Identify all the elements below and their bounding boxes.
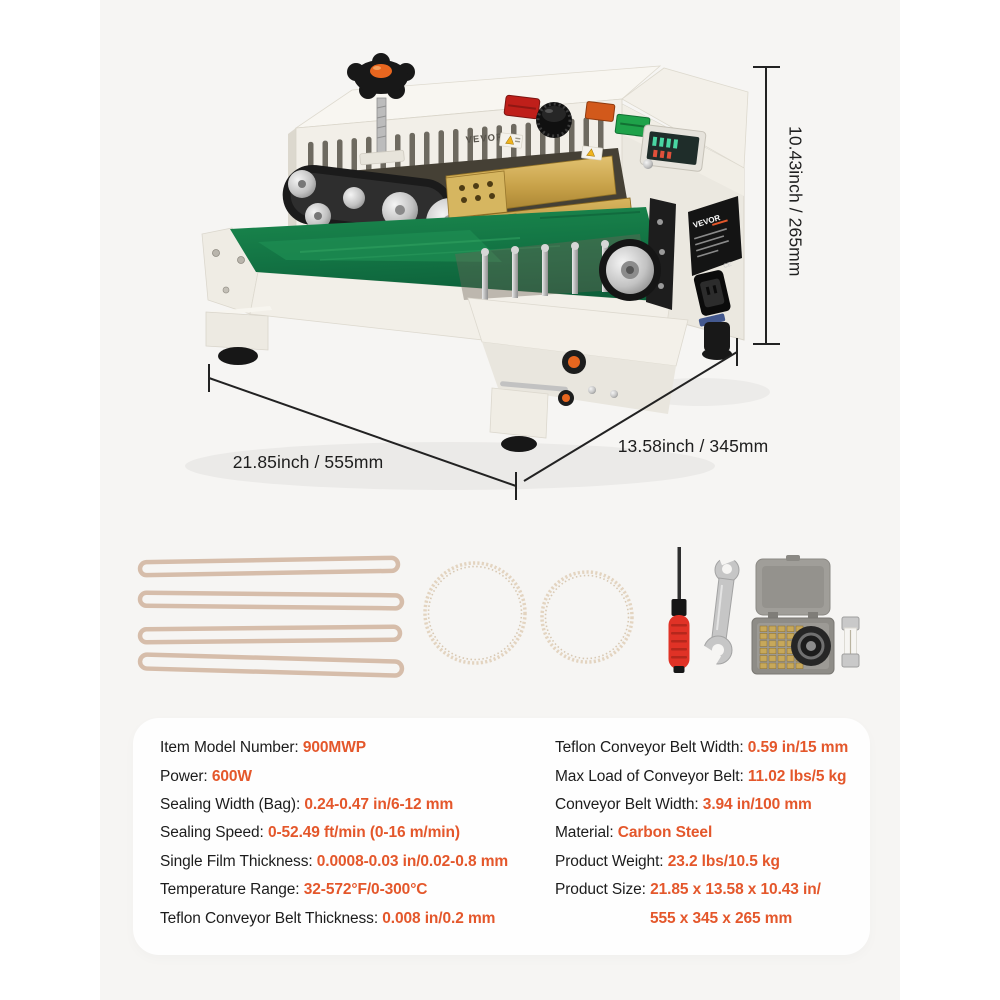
width-dimension-label: 21.85inch / 555mm bbox=[232, 452, 384, 472]
spec-row: Max Load of Conveyor Belt: 11.02 lbs/5 k… bbox=[555, 762, 848, 790]
spec-value: 0.0008-0.03 in/0.02-0.8 mm bbox=[316, 852, 509, 870]
dimension-lines bbox=[208, 66, 780, 500]
adjust-knob-icon bbox=[500, 350, 586, 406]
orange-switch-icon bbox=[584, 101, 616, 122]
control-panel: VEVOR bbox=[465, 94, 707, 172]
blue-sticker bbox=[698, 313, 726, 327]
spec-row: Product Weight: 23.2 lbs/10.5 kg bbox=[555, 848, 848, 876]
spec-row: Product Size: 21.85 x 13.58 x 10.43 in/ bbox=[555, 876, 848, 904]
spec-value: Carbon Steel bbox=[617, 824, 713, 842]
spec-row: Sealing Width (Bag): 0.24-0.47 in/6-12 m… bbox=[160, 791, 508, 819]
spec-row: Material: Carbon Steel bbox=[555, 819, 848, 847]
width-dimension-line bbox=[208, 364, 517, 500]
spec-label: Teflon Conveyor Belt Thickness: bbox=[160, 909, 383, 927]
spec-label: Power: bbox=[160, 767, 212, 785]
svg-text:CE: CE bbox=[723, 262, 733, 270]
spec-column-left: Item Model Number: 900MWP Power: 600W Se… bbox=[160, 734, 508, 933]
warning-sticker-icon bbox=[499, 132, 524, 149]
machine-front-foot bbox=[489, 387, 549, 452]
power-rocker-red-icon bbox=[503, 94, 541, 120]
power-socket-icon bbox=[693, 270, 731, 316]
spec-row: Teflon Conveyor Belt Thickness: 0.008 in… bbox=[160, 904, 508, 932]
spec-label: Product Size: bbox=[555, 881, 651, 899]
machine-rear-foot bbox=[702, 322, 732, 360]
spec-row: Power: 600W bbox=[160, 762, 508, 790]
brass-type-characters bbox=[759, 625, 804, 669]
spec-value: 11.02 lbs/5 kg bbox=[747, 767, 847, 785]
spec-label: Item Model Number: bbox=[160, 739, 303, 757]
spec-value: 0.008 in/0.2 mm bbox=[382, 909, 496, 927]
spec-value: 0.59 in/15 mm bbox=[747, 739, 849, 757]
type-set-box-icon bbox=[751, 555, 835, 675]
spec-label: Temperature Range: bbox=[160, 881, 304, 899]
spec-value: 555 x 345 x 265 mm bbox=[650, 909, 793, 927]
spec-value: 600W bbox=[211, 767, 252, 785]
spec-label: Product Weight: bbox=[555, 852, 668, 870]
spec-column-right: Teflon Conveyor Belt Width: 0.59 in/15 m… bbox=[555, 734, 848, 933]
machine-shadow bbox=[185, 442, 715, 490]
star-knob-icon bbox=[347, 53, 415, 166]
end-pulley bbox=[599, 198, 676, 310]
accessories-row bbox=[137, 546, 860, 678]
spec-row: Item Model Number: 900MWP bbox=[160, 734, 508, 762]
round-toothed-belts-icon bbox=[423, 561, 634, 665]
spec-row: Temperature Range: 32-572°F/0-300°C bbox=[160, 876, 508, 904]
spec-row: Teflon Conveyor Belt Width: 0.59 in/15 m… bbox=[555, 734, 848, 762]
teflon-belt-strips-icon bbox=[137, 555, 405, 678]
speed-knob-icon bbox=[536, 102, 572, 138]
spec-card: Item Model Number: 900MWP Power: 600W Se… bbox=[133, 718, 870, 955]
spec-value: 0.24-0.47 in/6-12 mm bbox=[304, 795, 454, 813]
spec-label: Sealing Width (Bag): bbox=[160, 795, 305, 813]
spec-value: 23.2 lbs/10.5 kg bbox=[667, 852, 780, 870]
spec-label: Single Film Thickness: bbox=[160, 852, 317, 870]
rating-label-icon: VEVOR CE bbox=[688, 196, 742, 276]
spec-label: Sealing Speed: bbox=[160, 824, 268, 842]
brand-text-deck: VEVOR bbox=[465, 132, 504, 146]
machine-left-foot bbox=[205, 306, 272, 365]
temperature-display-icon bbox=[639, 124, 707, 172]
spec-row-continuation: 555 x 345 x 265 mm bbox=[555, 904, 848, 932]
depth-dimension-label: 13.58inch / 345mm bbox=[617, 436, 769, 456]
output-shelf bbox=[467, 297, 689, 452]
height-dimension-label: 10.43inch / 265mm bbox=[785, 125, 806, 277]
screwdriver-icon bbox=[668, 547, 690, 673]
conveyor-belt-icon bbox=[230, 207, 670, 302]
spec-label: Material: bbox=[555, 824, 618, 842]
spec-value: 900MWP bbox=[302, 739, 366, 757]
spec-value: 32-572°F/0-300°C bbox=[303, 881, 428, 899]
spec-label: Conveyor Belt Width: bbox=[555, 795, 703, 813]
green-switch-icon bbox=[614, 113, 651, 138]
sealing-machine-illustration: VEVOR CE bbox=[185, 53, 770, 490]
depth-dimension-line bbox=[523, 338, 738, 482]
height-dimension-line bbox=[753, 66, 780, 345]
wrench-icon bbox=[695, 546, 741, 668]
spec-label: Max Load of Conveyor Belt: bbox=[555, 767, 748, 785]
warning-sticker-icon bbox=[581, 145, 603, 161]
spec-row: Sealing Speed: 0-52.49 ft/min (0-16 m/mi… bbox=[160, 819, 508, 847]
lock-button-icon bbox=[643, 159, 653, 169]
fuse-icon bbox=[841, 616, 860, 668]
spec-row: Conveyor Belt Width: 3.94 in/100 mm bbox=[555, 791, 848, 819]
spec-row: Single Film Thickness: 0.0008-0.03 in/0.… bbox=[160, 848, 508, 876]
spec-value: 21.85 x 13.58 x 10.43 in/ bbox=[650, 881, 821, 899]
spec-value: 3.94 in/100 mm bbox=[702, 795, 812, 813]
spec-value: 0-52.49 ft/min (0-16 m/min) bbox=[267, 824, 460, 842]
spec-label: Teflon Conveyor Belt Width: bbox=[555, 739, 748, 757]
